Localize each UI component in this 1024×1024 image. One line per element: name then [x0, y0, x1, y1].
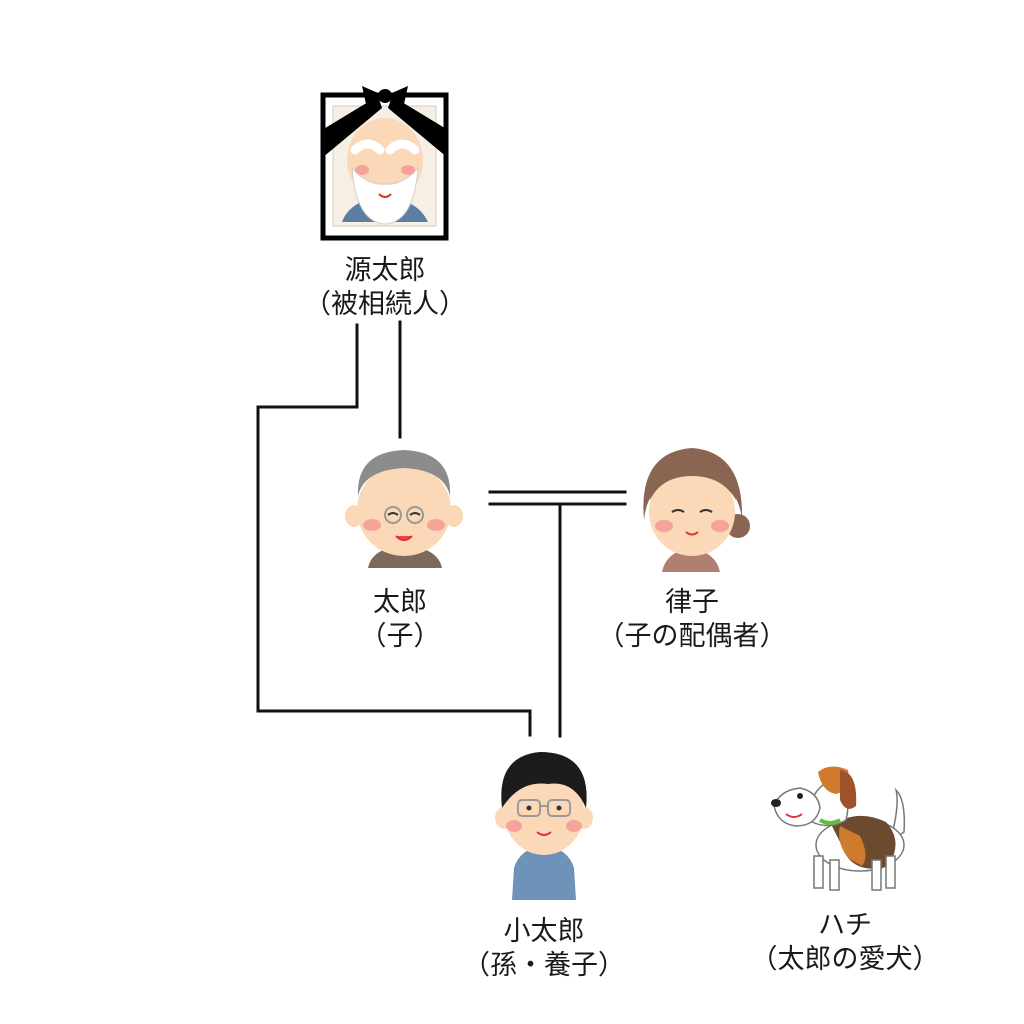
memorial-portrait-icon — [320, 86, 449, 241]
person-name: 律子 — [665, 587, 719, 618]
person-label-hachi: ハチ （太郎の愛犬） — [751, 909, 940, 977]
person-role: （被相続人） — [304, 289, 466, 320]
elderly-man-icon — [345, 450, 463, 568]
person-name: 小太郎 — [503, 916, 585, 947]
person-role: （孫・養子） — [463, 950, 625, 981]
person-name: ハチ — [818, 910, 872, 941]
person-name: 太郎 — [373, 587, 427, 618]
person-label-taro: 太郎 （子） — [360, 586, 441, 654]
elderly-woman-icon — [643, 448, 750, 572]
person-role: （子の配偶者） — [597, 621, 787, 652]
person-label-kotaro: 小太郎 （孫・養子） — [463, 915, 625, 983]
person-label-ritsuko: 律子 （子の配偶者） — [598, 586, 787, 654]
young-man-icon — [495, 752, 593, 900]
person-role: （太郎の愛犬） — [750, 944, 940, 975]
line-gentaro-to-kotaro — [256, 323, 532, 737]
person-role: （子） — [359, 621, 441, 652]
connector-lines — [256, 320, 627, 738]
beagle-dog-icon — [771, 766, 906, 891]
person-name: 源太郎 — [344, 255, 426, 286]
person-label-gentaro: 源太郎 （被相続人） — [304, 254, 466, 322]
